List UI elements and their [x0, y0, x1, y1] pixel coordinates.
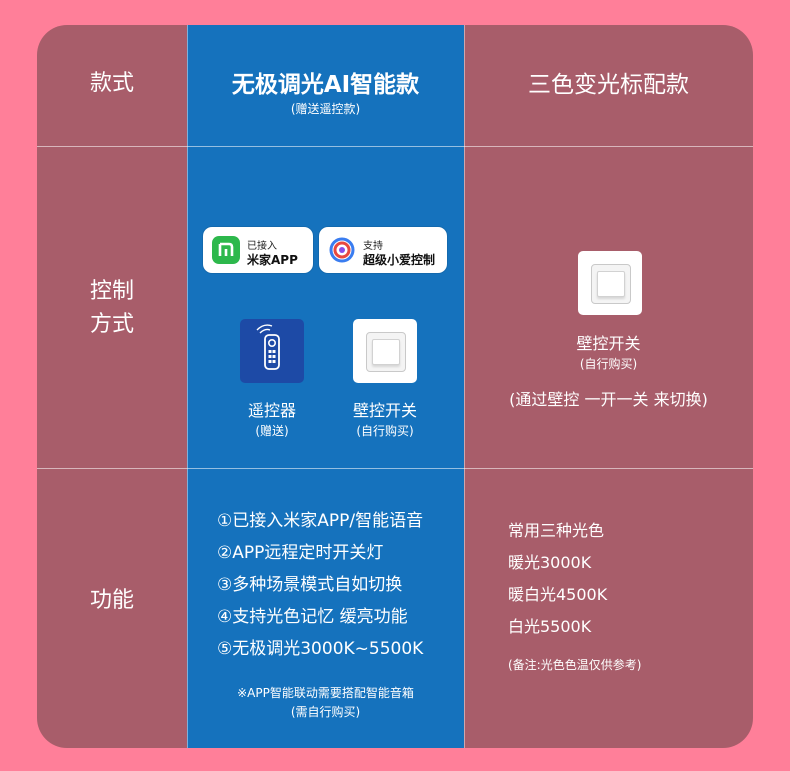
std-switch-label: 壁控开关 — [576, 334, 641, 353]
ai-feature-item: ①已接入米家APP/智能语音 — [217, 511, 424, 531]
wall-switch-icon — [353, 319, 417, 383]
header-ai-title: 无极调光AI智能款 — [231, 72, 420, 98]
xiaoai-icon — [328, 236, 356, 264]
ai-feature-item: ②APP远程定时开关灯 — [217, 543, 384, 563]
wall-switch-label: 壁控开关 — [352, 401, 417, 420]
header-ai-subtitle: (赠送遥控款) — [290, 102, 361, 116]
ai-feature-item: ⑤无极调光3000K~5500K — [217, 639, 424, 659]
control-label-line1: 控制 — [89, 279, 134, 304]
remote-label: 遥控器 — [247, 401, 296, 420]
ai-footnote: ※APP智能联动需要搭配智能音箱 — [237, 686, 414, 700]
std-feature-item: 常用三种光色 — [508, 521, 605, 540]
col-divider — [464, 25, 465, 748]
std-feature-item: 暖白光4500K — [508, 585, 608, 604]
remote-note: (赠送) — [255, 424, 289, 438]
std-feature-item: 白光5500K — [508, 617, 592, 636]
xiaoai-badge-line1: 支持 — [363, 241, 383, 252]
control-label-line2: 方式 — [89, 312, 134, 337]
row-divider — [37, 468, 753, 469]
std-footnote: (备注:光色色温仅供参考) — [508, 658, 642, 672]
std-control-note: (通过壁控 一开一关 来切换) — [509, 390, 708, 409]
remote-control-icon — [240, 319, 304, 383]
std-switch-note: (自行购买) — [579, 357, 638, 371]
ai-feature-item: ④支持光色记忆 缓亮功能 — [217, 607, 408, 627]
col-divider — [187, 25, 188, 748]
xiaoai-badge: 支持 超级小爱控制 — [319, 227, 447, 273]
ai-feature-item: ③多种场景模式自如切换 — [217, 575, 403, 595]
wall-switch-icon — [578, 251, 642, 315]
header-std-title: 三色变光标配款 — [528, 72, 689, 98]
ai-footnote-sub: (需自行购买) — [290, 705, 361, 719]
mijia-badge-line2: 米家APP — [247, 253, 298, 267]
row-divider — [37, 146, 753, 147]
comparison-table: 款式 无极调光AI智能款 (赠送遥控款) 三色变光标配款 控制 方式 已接入 米… — [37, 25, 753, 748]
mijia-badge-line1: 已接入 — [247, 241, 277, 252]
mijia-icon — [212, 236, 240, 264]
mijia-app-badge: 已接入 米家APP — [203, 227, 313, 273]
function-label: 功能 — [89, 588, 134, 613]
ai-model-column — [187, 25, 464, 748]
wall-switch-note: (自行购买) — [356, 424, 414, 438]
xiaoai-badge-line2: 超级小爱控制 — [363, 253, 436, 267]
std-feature-item: 暖光3000K — [508, 553, 592, 572]
header-style-label: 款式 — [89, 71, 134, 96]
